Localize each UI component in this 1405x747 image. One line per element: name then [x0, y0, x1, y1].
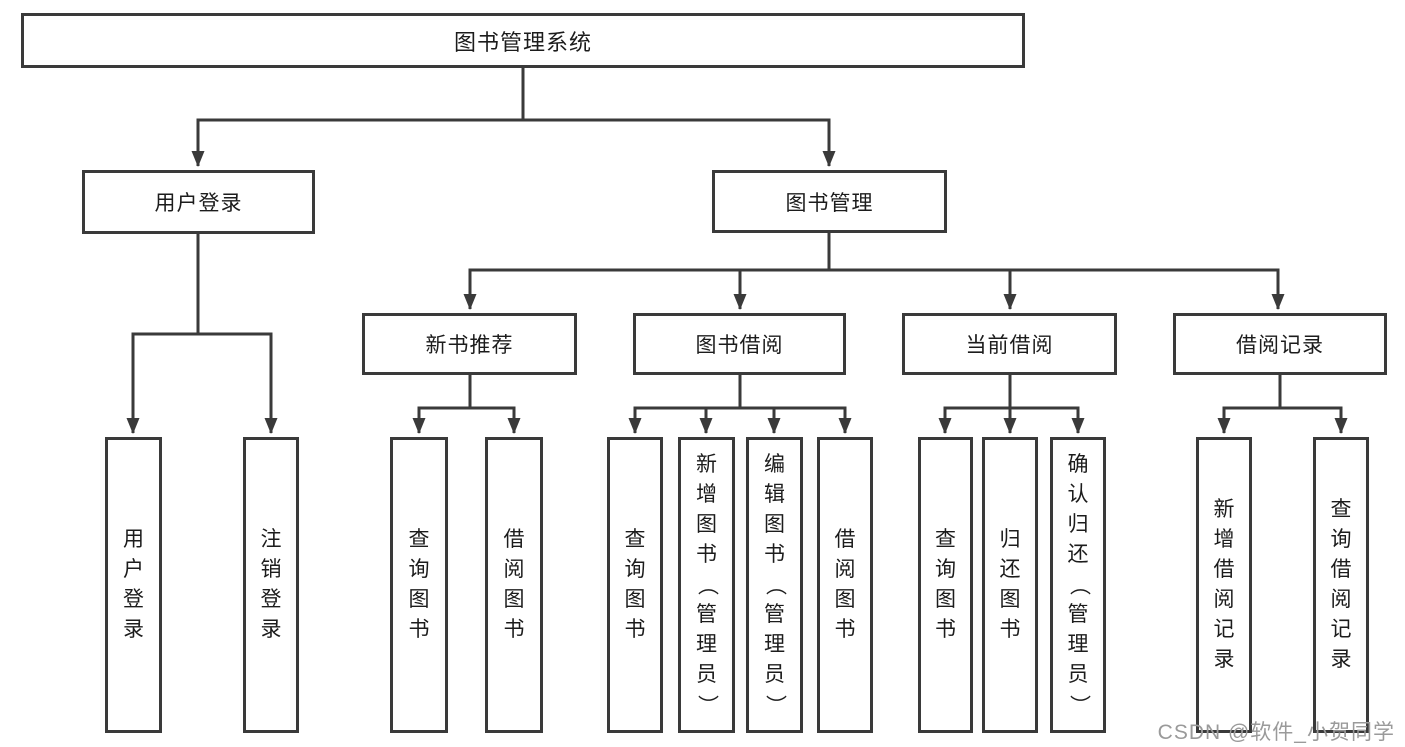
leaf-logout: 注销登录: [243, 437, 299, 733]
node-new-book-recommend: 新书推荐: [362, 313, 577, 375]
node-book-management: 图书管理: [712, 170, 947, 233]
leaf-query-books-recommend-label: 查询图书: [408, 528, 430, 641]
connector-current-borrow-children: [938, 375, 1085, 434]
node-library-system: 图书管理系统: [21, 13, 1025, 68]
leaf-query-books-current-label: 查询图书: [935, 528, 956, 641]
leaf-user-login: 用户登录: [105, 437, 162, 733]
leaf-user-login-label: 用户登录: [123, 528, 144, 641]
connector-new-book-recommend-children: [412, 375, 521, 434]
leaf-query-borrow-record-label: 查询借阅记录: [1330, 498, 1352, 671]
node-book-borrow: 图书借阅: [633, 313, 846, 375]
leaf-add-borrow-record-label: 新增借阅记录: [1213, 498, 1235, 671]
node-borrow-records-label: 借阅记录: [1236, 334, 1324, 357]
connector-borrow-records-children: [1217, 375, 1348, 434]
leaf-query-books-borrow-label: 查询图书: [624, 528, 646, 641]
connector-root-to-level2: [191, 68, 836, 167]
leaf-return-books-label: 归还图书: [999, 528, 1021, 641]
leaf-query-borrow-record: 查询借阅记录: [1313, 437, 1369, 733]
leaf-confirm-return-admin-label: 确认归还（管理员）: [1067, 453, 1090, 716]
node-current-borrow-label: 当前借阅: [965, 334, 1054, 357]
node-user-login-label: 用户登录: [154, 192, 243, 215]
leaf-borrow-books-recommend-label: 借阅图书: [503, 528, 525, 641]
leaf-query-books-borrow: 查询图书: [607, 437, 663, 733]
node-borrow-records: 借阅记录: [1173, 313, 1387, 375]
csdn-watermark: CSDN @软件_小贺同学: [1157, 721, 1395, 744]
node-library-system-label: 图书管理系统: [453, 29, 592, 55]
leaf-borrow-books-recommend: 借阅图书: [485, 437, 543, 733]
leaf-query-books-recommend: 查询图书: [390, 437, 448, 733]
leaf-borrow-books-label: 借阅图书: [834, 528, 856, 641]
leaf-borrow-books: 借阅图书: [817, 437, 873, 733]
leaf-add-books-admin-label: 新增图书（管理员）: [695, 453, 719, 716]
node-user-login: 用户登录: [82, 170, 315, 234]
connector-book-management-children: [463, 233, 1285, 310]
node-new-book-recommend-label: 新书推荐: [425, 334, 514, 357]
leaf-edit-books-admin-label: 编辑图书（管理员）: [763, 453, 787, 716]
node-book-management-label: 图书管理: [785, 191, 874, 215]
connector-book-borrow-children: [628, 375, 852, 434]
node-book-borrow-label: 图书借阅: [695, 334, 784, 357]
leaf-add-borrow-record: 新增借阅记录: [1196, 437, 1252, 733]
node-current-borrow: 当前借阅: [902, 313, 1117, 375]
leaf-return-books: 归还图书: [982, 437, 1038, 733]
leaf-confirm-return-admin: 确认归还（管理员）: [1050, 437, 1106, 733]
connector-user-login-children: [126, 234, 278, 434]
leaf-logout-label: 注销登录: [260, 528, 282, 641]
leaf-add-books-admin: 新增图书（管理员）: [678, 437, 735, 733]
leaf-edit-books-admin: 编辑图书（管理员）: [746, 437, 803, 733]
leaf-query-books-current: 查询图书: [918, 437, 973, 733]
